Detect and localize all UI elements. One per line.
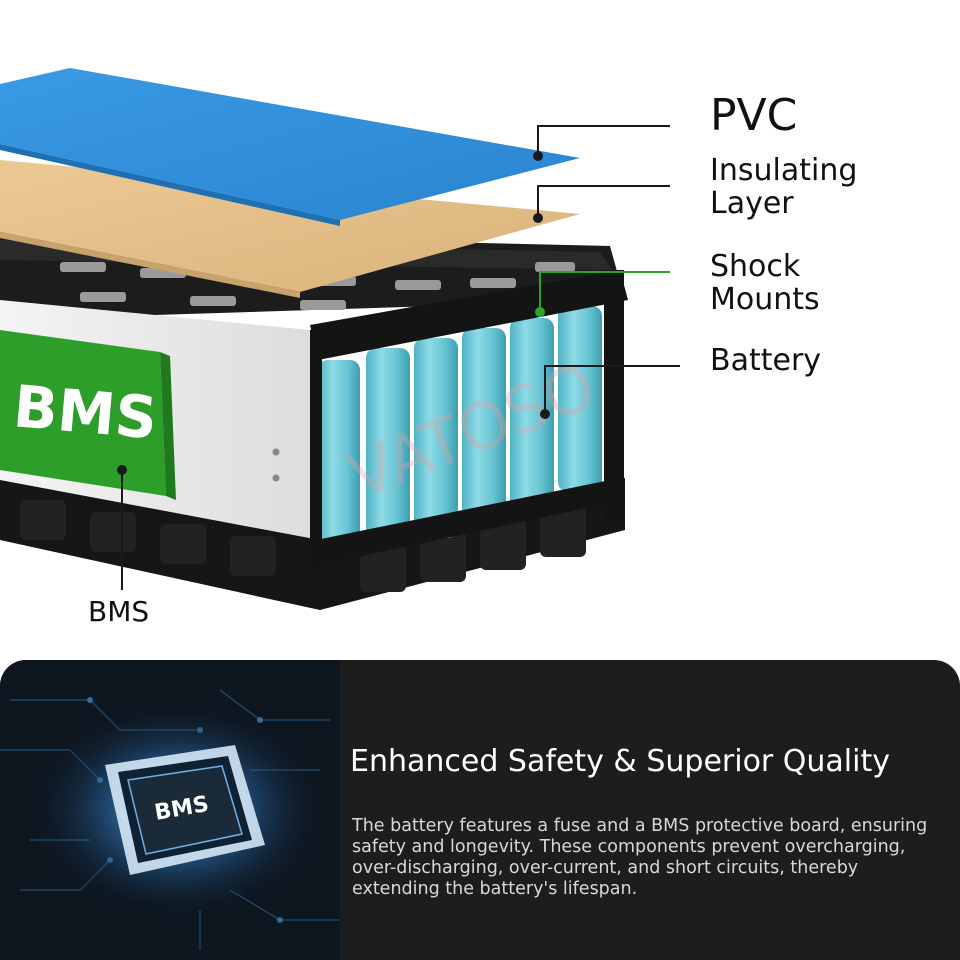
battery-pack-diagram: BMS VATOSO [0,68,680,610]
bms-chip-illustration: BMS [0,660,340,960]
panel-title: Enhanced Safety & Superior Quality [350,744,890,779]
battery-cell [558,306,602,492]
bms-board: BMS [0,330,176,500]
bms-label: BMS [88,595,150,628]
battery-label: Battery [710,343,822,378]
battery-cell [462,328,506,524]
info-panel: BMS Enhanced Safety & Superior Quality T… [0,660,960,960]
cell-holder-front [310,270,628,570]
battery-cell [414,338,458,538]
battery-cell [318,360,360,540]
pvc-leader [537,125,670,156]
bms-board-label: BMS [11,372,160,452]
battery-cell [366,348,410,546]
insulating-layer [0,160,580,298]
battery-cells [318,306,602,546]
insulating-layer-label: Insulating Layer [710,153,858,221]
shock-leader [539,271,670,312]
battery-cell [510,318,554,510]
panel-description: The battery features a fuse and a BMS pr… [352,816,928,899]
insulating-leader [537,185,670,218]
shock-mounts-label: Shock Mounts [710,249,820,317]
leader-dots [117,151,550,475]
leader-lines [121,125,680,590]
battery-leader [544,365,680,414]
rivet [272,448,280,456]
pvc-label: PVC [710,90,798,141]
rivet [272,474,280,482]
pvc-layer [0,68,580,226]
